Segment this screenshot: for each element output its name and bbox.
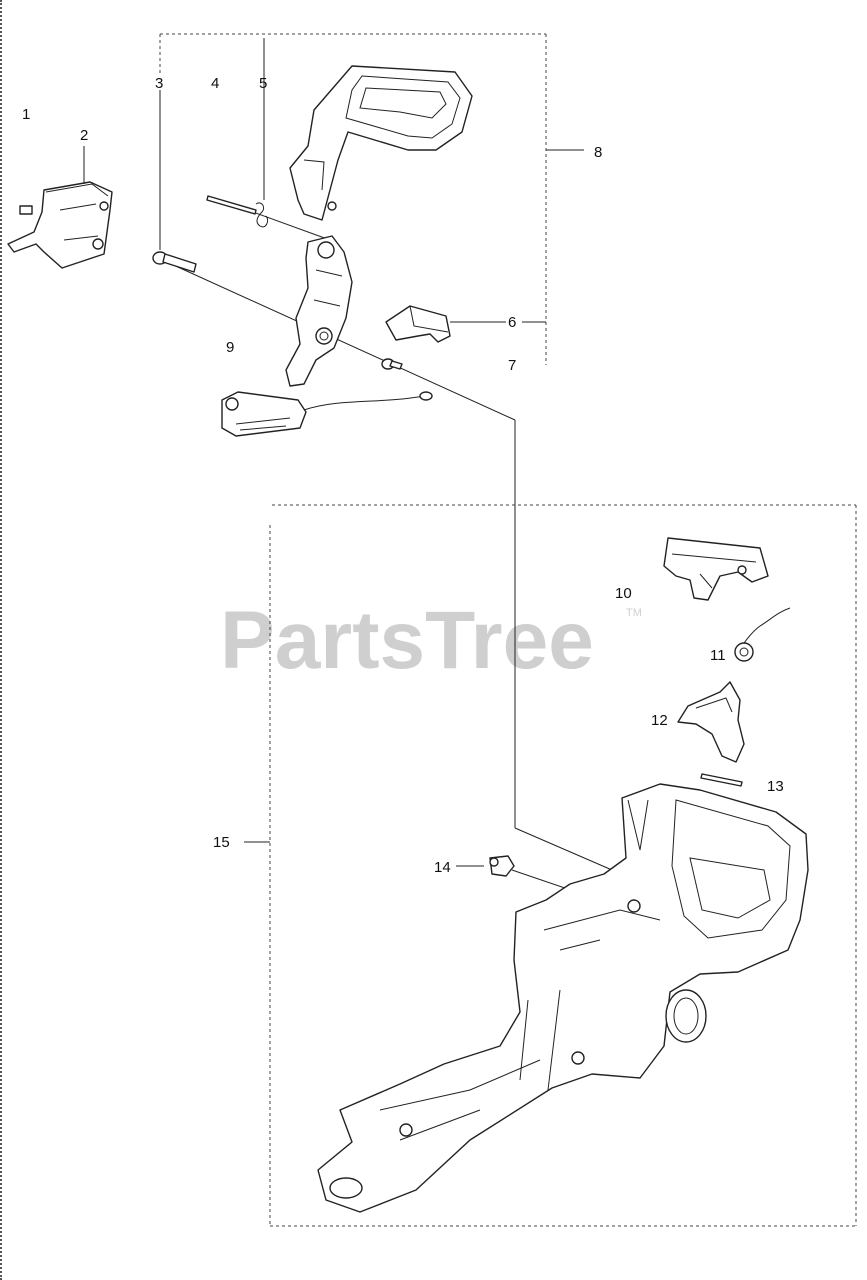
callout-4: 4 <box>211 75 219 92</box>
callout-10: 10 <box>615 585 632 602</box>
part-6-clip <box>385 305 546 343</box>
callout-1: 1 <box>22 106 30 123</box>
part-2-cover <box>7 146 113 269</box>
assembly-line <box>157 38 613 901</box>
part-3-bolt <box>152 90 197 273</box>
callout-12: 12 <box>651 712 668 729</box>
callouts: 1 2 3 4 5 6 7 8 9 10 11 12 13 14 15 <box>22 75 784 876</box>
left-edge-border <box>0 0 5 1280</box>
callout-11: 11 <box>710 647 726 664</box>
part-9-brake-linkage <box>221 235 433 437</box>
watermark-trademark: TM <box>626 607 642 619</box>
callout-5: 5 <box>259 75 267 92</box>
callout-15: 15 <box>213 834 230 851</box>
callout-6: 6 <box>508 314 516 331</box>
part-5-spring <box>255 202 269 228</box>
watermark-text: PartsTree <box>220 595 594 686</box>
part-15-rear-handle <box>317 783 809 1213</box>
part-7-screw <box>381 358 403 370</box>
part-8-handle <box>289 65 473 221</box>
callout-7: 7 <box>508 357 516 374</box>
callout-3: 3 <box>155 75 163 92</box>
callout-9: 9 <box>226 339 234 356</box>
group-bracket-bottom <box>244 504 857 1227</box>
part-11-spring <box>734 607 791 662</box>
part-13-pin <box>700 773 743 787</box>
group-bracket-top <box>159 33 584 365</box>
callout-8: 8 <box>594 144 602 161</box>
callout-14: 14 <box>434 859 451 876</box>
callout-13: 13 <box>767 778 784 795</box>
part-10-lockout <box>663 537 769 601</box>
part-12-trigger <box>677 681 745 763</box>
part-4-pin <box>206 195 257 215</box>
callout-2: 2 <box>80 127 88 144</box>
part-14-damper <box>456 855 515 877</box>
